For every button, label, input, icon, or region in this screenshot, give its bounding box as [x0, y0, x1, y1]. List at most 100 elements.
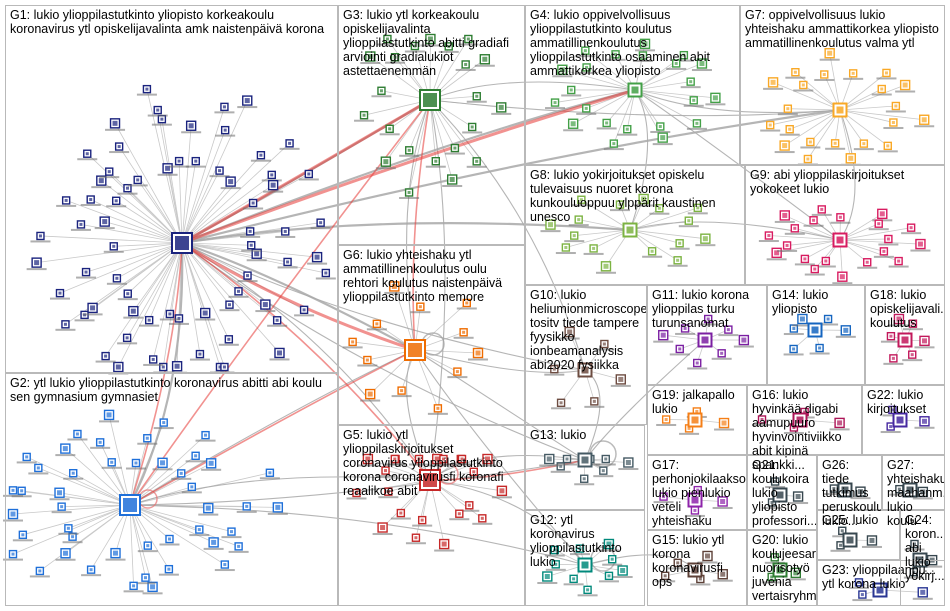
edge	[157, 109, 183, 244]
node-caption	[785, 578, 806, 581]
node-caption	[219, 309, 240, 312]
node-caption	[218, 343, 239, 346]
node-caption	[236, 510, 257, 513]
node-caption	[576, 112, 597, 115]
edge	[86, 153, 183, 244]
hub-avatar	[896, 416, 904, 424]
node-avatar	[795, 494, 801, 500]
group-label: G15: lukio ytl korona koronavirusfi ops	[652, 533, 728, 589]
node-avatar	[467, 503, 471, 507]
node-caption	[642, 255, 663, 258]
node-caption	[420, 44, 441, 47]
node-avatar	[262, 302, 268, 308]
node-caption	[779, 133, 800, 136]
hub-avatar	[581, 456, 589, 464]
node-avatar	[380, 525, 386, 531]
node-caption	[77, 158, 98, 161]
node-caption	[81, 574, 102, 577]
node-avatar	[572, 577, 576, 581]
edge	[181, 154, 262, 244]
node-caption	[809, 352, 830, 355]
node-caption	[255, 310, 276, 313]
node-avatar	[792, 327, 796, 331]
edge	[129, 504, 146, 578]
hub-avatar	[408, 343, 422, 357]
node-caption	[203, 547, 224, 550]
group-label: G7: oppivelvollisuus lukio yhteishaku am…	[745, 8, 943, 50]
node-avatar	[63, 550, 69, 556]
node-caption	[758, 240, 779, 243]
node-caption	[819, 58, 840, 61]
node-caption	[241, 249, 262, 252]
edge	[129, 459, 586, 506]
edge	[181, 222, 631, 245]
node-avatar	[71, 535, 75, 539]
edge	[406, 99, 431, 351]
node-caption	[459, 509, 480, 512]
node-caption	[137, 550, 158, 553]
node-caption	[571, 204, 592, 207]
node-avatar	[367, 391, 373, 397]
node-caption	[904, 548, 925, 551]
hub-avatar	[691, 566, 699, 574]
node-caption	[794, 263, 815, 266]
node-avatar	[582, 477, 586, 481]
node-caption	[698, 323, 719, 326]
edge	[572, 89, 636, 125]
edge	[634, 89, 841, 241]
edge	[429, 99, 453, 180]
node-caption	[444, 152, 465, 155]
node-avatar	[827, 50, 833, 56]
node-avatar	[698, 577, 702, 581]
node-avatar	[559, 67, 565, 73]
node-caption	[902, 359, 923, 362]
node-caption	[878, 243, 899, 246]
node-caption	[912, 597, 933, 600]
group-panel-g8: G8: lukio yokirjoitukset opiskelu tuleva…	[525, 165, 745, 285]
node-avatar	[687, 219, 691, 223]
node-avatar	[891, 120, 895, 124]
node-avatar	[678, 241, 682, 245]
edge	[181, 174, 273, 244]
node-avatar	[126, 292, 130, 296]
node-caption	[880, 431, 901, 434]
node-caption	[250, 159, 271, 162]
node-avatar	[237, 544, 241, 548]
edge	[66, 200, 183, 244]
node-avatar	[818, 346, 822, 350]
node-avatar	[10, 511, 16, 517]
node-avatar	[484, 456, 490, 462]
node-caption	[3, 494, 23, 497]
node-avatar	[179, 471, 183, 475]
edge	[839, 239, 921, 245]
group-panel-g23: G23: ylioppilaanpu... ytl korona lukio	[817, 560, 945, 606]
node-caption	[67, 438, 88, 441]
node-avatar	[417, 457, 421, 461]
node-avatar	[302, 308, 306, 312]
node-avatar	[570, 121, 576, 127]
node-avatar	[188, 123, 194, 129]
node-avatar	[270, 182, 276, 188]
edge	[118, 146, 183, 244]
node-caption	[56, 204, 77, 207]
node-caption	[246, 259, 267, 262]
node-avatar	[869, 537, 875, 543]
node-caption	[575, 55, 596, 58]
edge	[578, 219, 631, 231]
edge	[414, 349, 586, 566]
node-avatar	[400, 389, 404, 393]
node-caption	[198, 513, 219, 516]
node-caption	[594, 348, 615, 351]
node-avatar	[897, 259, 901, 263]
edge	[59, 492, 131, 506]
node-caption	[695, 244, 716, 247]
node-caption	[371, 95, 392, 98]
edge	[129, 476, 431, 506]
edge	[181, 106, 225, 244]
group-label: G21: koulukoira lukio yliopisto professo…	[752, 458, 816, 528]
node-caption	[667, 264, 688, 267]
group-label: G10: lukio heliumionmicroscope tositv ti…	[530, 288, 646, 372]
node-avatar	[117, 145, 121, 149]
node-caption	[80, 203, 101, 206]
node-caption	[153, 427, 174, 430]
